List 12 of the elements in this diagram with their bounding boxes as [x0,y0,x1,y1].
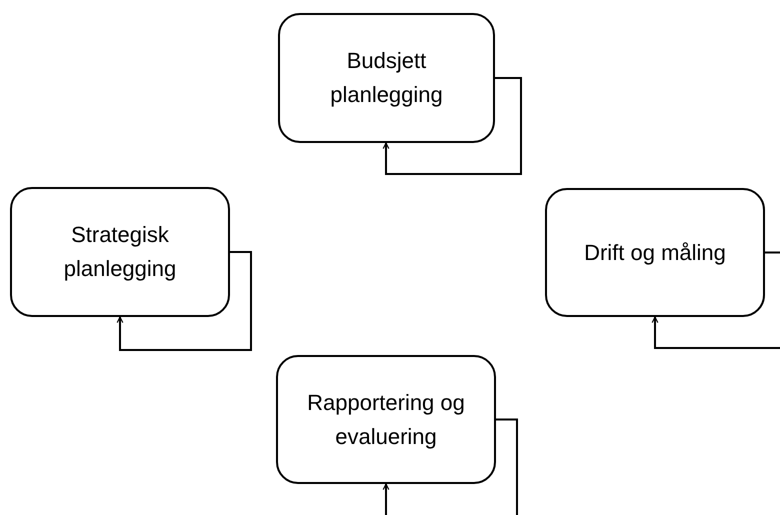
box-label: Strategisk planlegging [62,221,178,283]
loop-arrow [116,251,252,351]
process-box [545,188,765,317]
loop-arrow [652,252,780,349]
process-box [278,13,495,143]
box-label: Drift og måling [584,238,726,267]
process-box [276,355,496,484]
box-label: Budsjett planlegging [329,47,444,109]
process-box [10,187,230,317]
loop-arrow [382,418,518,515]
box-label: Rapportering og evaluering [306,388,466,451]
loop-arrow [382,77,522,175]
